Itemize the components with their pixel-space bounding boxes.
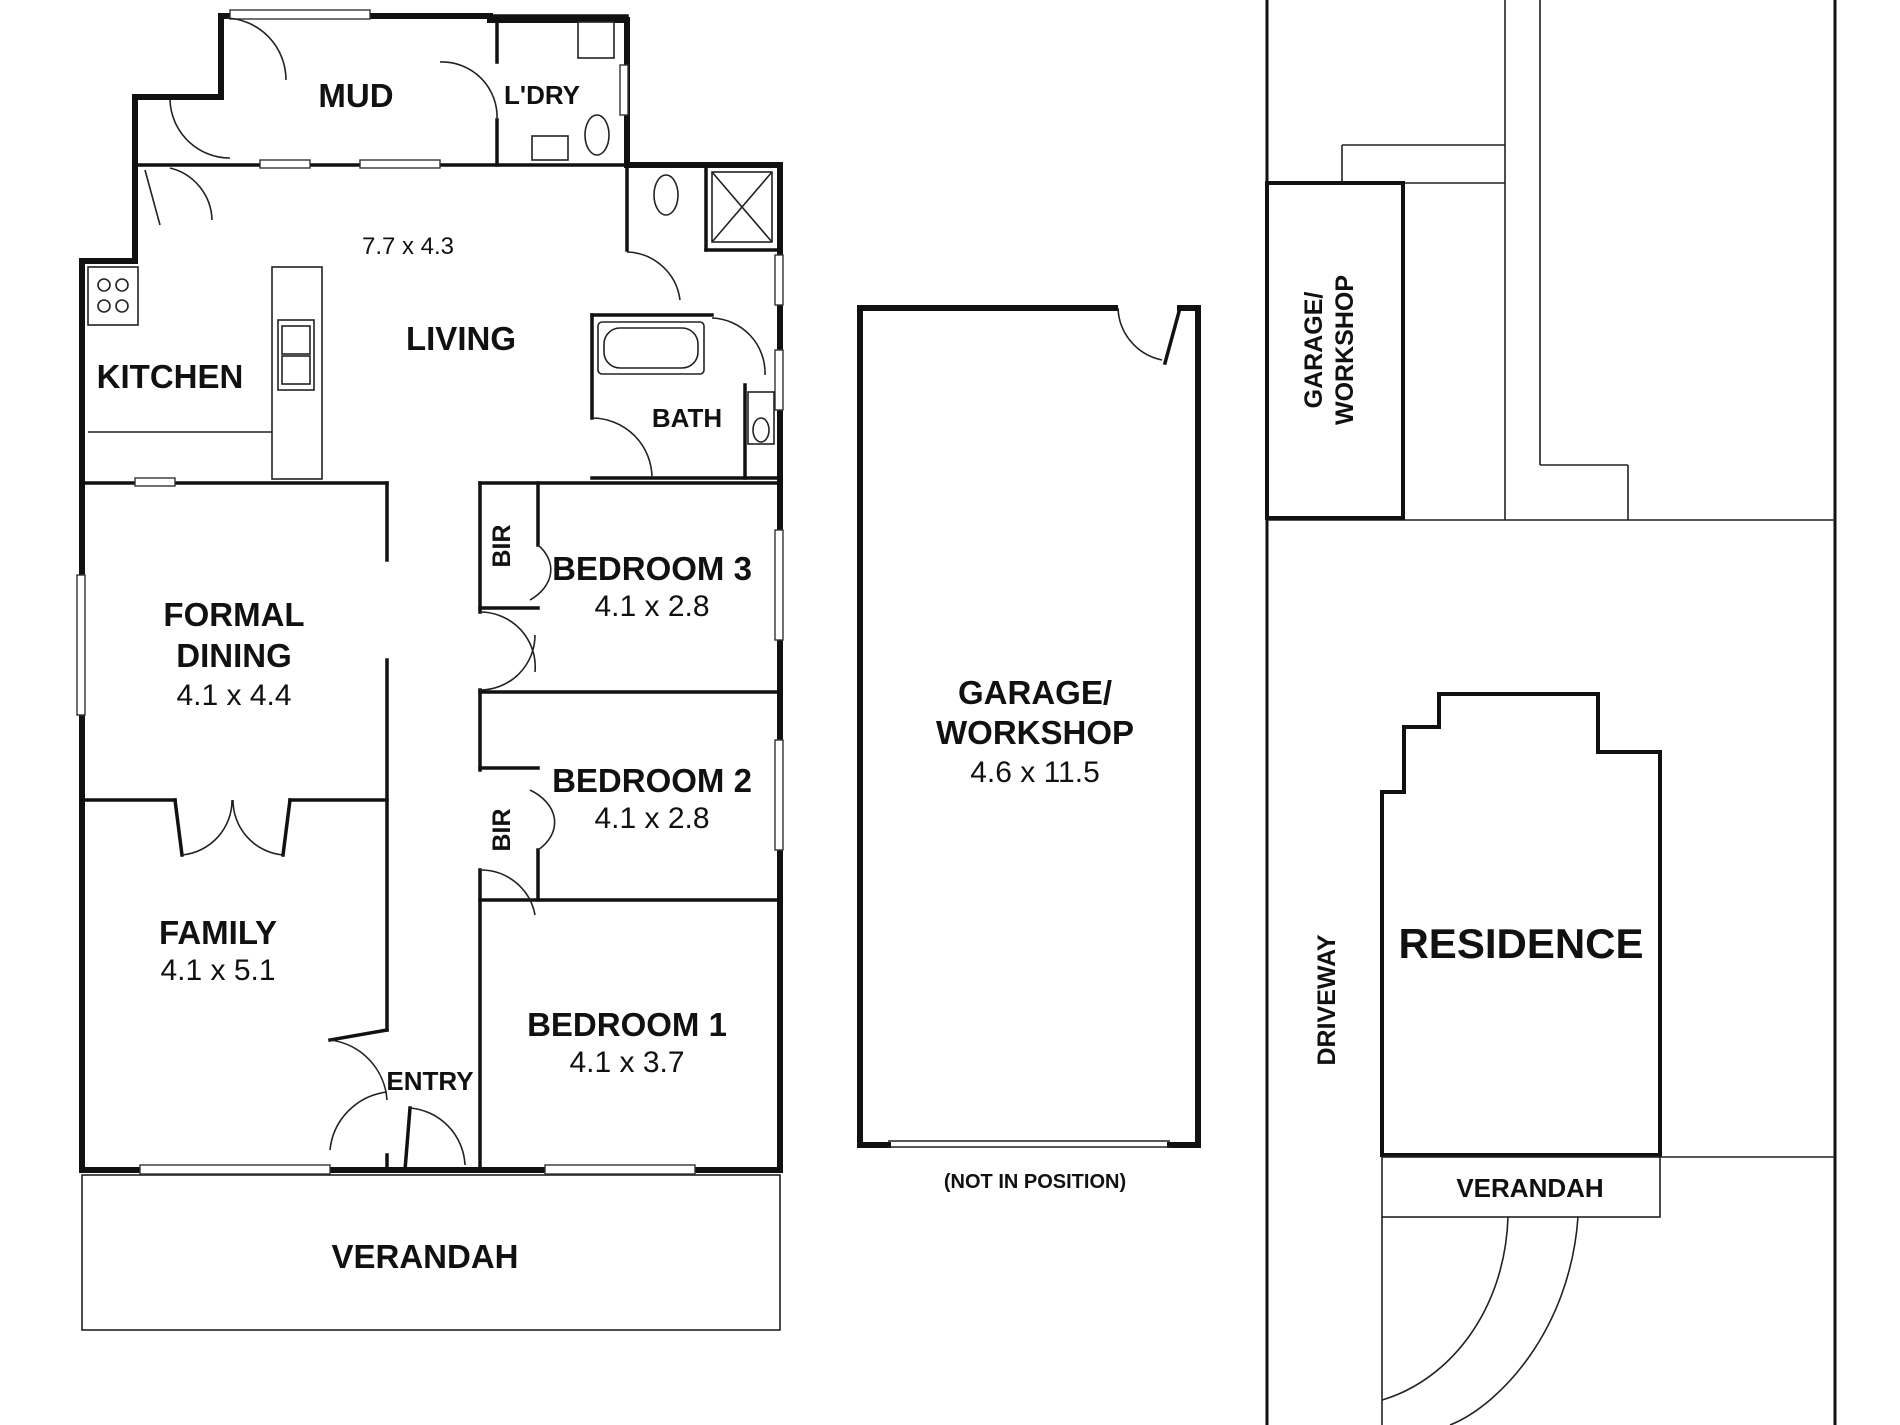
house-plan: MUD L'DRY 7.7 x 4.3 LIVING KITCHEN BATH … — [76, 9, 784, 1331]
garage-note: (NOT IN POSITION) — [944, 1171, 1126, 1193]
living-label: LIVING — [406, 320, 516, 357]
bedroom1-size: 4.1 x 3.7 — [569, 1046, 684, 1079]
bedroom1-label: BEDROOM 1 — [527, 1006, 727, 1043]
family-size: 4.1 x 5.1 — [160, 954, 275, 987]
mud-label: MUD — [318, 77, 393, 114]
bir-label-1: BIR — [488, 524, 516, 567]
living-size: 7.7 x 4.3 — [362, 233, 454, 260]
house-outer-wall — [79, 13, 783, 1173]
site-verandah-label: VERANDAH — [1456, 1173, 1603, 1203]
formal-dining-size: 4.1 x 4.4 — [176, 679, 291, 712]
bedroom3-size: 4.1 x 2.8 — [594, 590, 709, 623]
site-garage-label-1: GARAGE/ — [1300, 292, 1328, 409]
family-label: FAMILY — [159, 914, 277, 951]
kitchen-label: KITCHEN — [97, 358, 244, 395]
garage-label-1: GARAGE/ — [958, 674, 1112, 711]
driveway-label: DRIVEWAY — [1313, 934, 1341, 1065]
site-garage-label-2: WORKSHOP — [1331, 275, 1359, 425]
laundry-label: L'DRY — [504, 80, 580, 110]
verandah-label: VERANDAH — [331, 1238, 518, 1275]
site-plan: GARAGE/ WORKSHOP DRIVEWAY RESIDENCE VERA… — [1265, 0, 1837, 1425]
bedroom2-size: 4.1 x 2.8 — [594, 802, 709, 835]
entry-label: ENTRY — [386, 1066, 473, 1096]
bedroom3-label: BEDROOM 3 — [552, 550, 752, 587]
bath-label: BATH — [652, 403, 722, 433]
bir-label-2: BIR — [488, 808, 516, 851]
garage-label-2: WORKSHOP — [936, 714, 1134, 751]
formal-dining-label-1: FORMAL — [163, 596, 304, 633]
formal-dining-label-2: DINING — [176, 637, 292, 674]
garage-plan: GARAGE/ WORKSHOP 4.6 x 11.5 (NOT IN POSI… — [857, 305, 1201, 1193]
bedroom2-label: BEDROOM 2 — [552, 762, 752, 799]
garage-size: 4.6 x 11.5 — [970, 756, 1100, 789]
residence-label: RESIDENCE — [1398, 920, 1643, 967]
